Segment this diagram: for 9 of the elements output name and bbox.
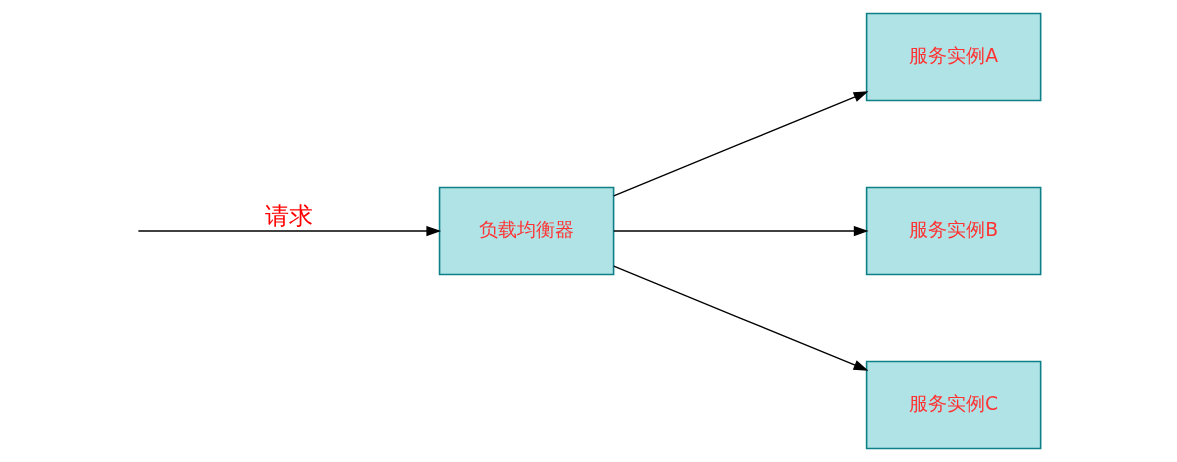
arrow — [137, 225, 441, 237]
arrow — [612, 225, 869, 237]
arrow — [612, 265, 868, 371]
node-box: 服务实例B — [865, 186, 1041, 276]
node-box: 服务实例A — [865, 12, 1041, 102]
arrow — [612, 91, 868, 197]
node-box: 服务实例C — [865, 360, 1041, 450]
node-box: 负载均衡器 — [438, 186, 614, 276]
edge-label: 请求 — [264, 201, 313, 230]
